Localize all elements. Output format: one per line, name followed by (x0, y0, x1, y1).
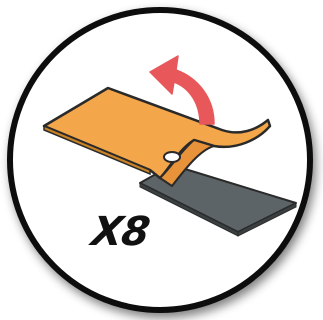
tape-hole (164, 152, 180, 162)
quantity-label: X8 (89, 210, 175, 254)
